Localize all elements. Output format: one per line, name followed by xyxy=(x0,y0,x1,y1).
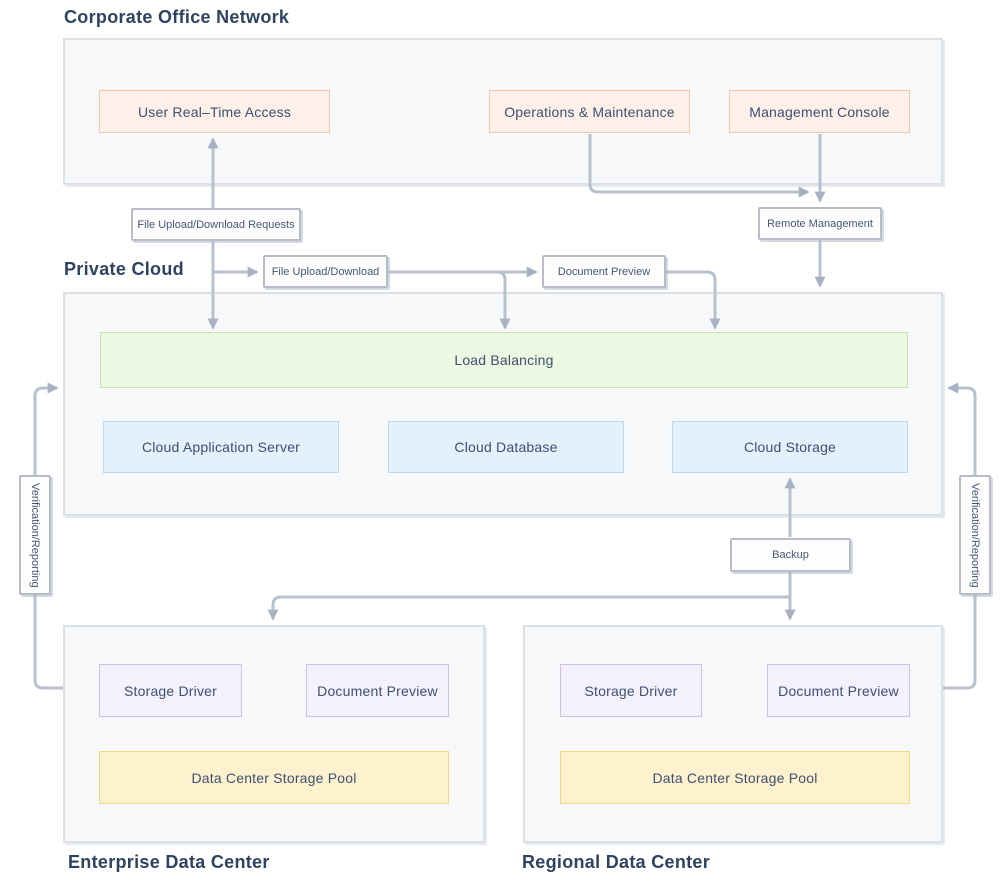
edge-label-remote-management: Remote Management xyxy=(758,207,882,240)
node-enterprise-document-preview: Document Preview xyxy=(306,664,449,717)
regional-data-center-container xyxy=(523,625,943,843)
connector-operations-merge xyxy=(588,134,810,198)
connector-backup-to-enterprise-dc xyxy=(267,595,790,621)
node-management-console: Management Console xyxy=(729,90,910,133)
node-load-balancing: Load Balancing xyxy=(100,332,908,388)
edge-label-file-upload-download: File Upload/Download xyxy=(263,255,388,288)
edge-label-backup: Backup xyxy=(730,538,851,572)
node-regional-document-preview: Document Preview xyxy=(767,664,910,717)
node-cloud-database: Cloud Database xyxy=(388,421,624,473)
edge-label-document-preview: Document Preview xyxy=(542,255,666,288)
connector-file-upload-drop-to-load-balancing xyxy=(496,270,511,330)
corporate-network-title: Corporate Office Network xyxy=(64,7,290,27)
node-operations-maintenance: Operations & Maintenance xyxy=(489,90,690,133)
node-cloud-application-server: Cloud Application Server xyxy=(103,421,339,473)
edge-label-verification-reporting-left: Verification/Reporting xyxy=(19,475,51,595)
node-enterprise-storage-pool: Data Center Storage Pool xyxy=(99,751,449,804)
connector-document-preview-to-load-balancing xyxy=(666,270,721,330)
node-enterprise-storage-driver: Storage Driver xyxy=(99,664,242,717)
regional-dc-title: Regional Data Center xyxy=(522,852,711,872)
enterprise-data-center-container xyxy=(63,625,485,843)
private-cloud-title: Private Cloud xyxy=(64,259,184,279)
node-user-real-time-access: User Real–Time Access xyxy=(99,90,330,133)
node-cloud-storage: Cloud Storage xyxy=(672,421,908,473)
node-regional-storage-driver: Storage Driver xyxy=(560,664,702,717)
node-regional-storage-pool: Data Center Storage Pool xyxy=(560,751,910,804)
edge-label-verification-reporting-right: Verification/Reporting xyxy=(959,475,991,595)
enterprise-dc-title: Enterprise Data Center xyxy=(68,852,270,872)
edge-label-file-upload-download-requests: File Upload/Download Requests xyxy=(131,208,301,241)
